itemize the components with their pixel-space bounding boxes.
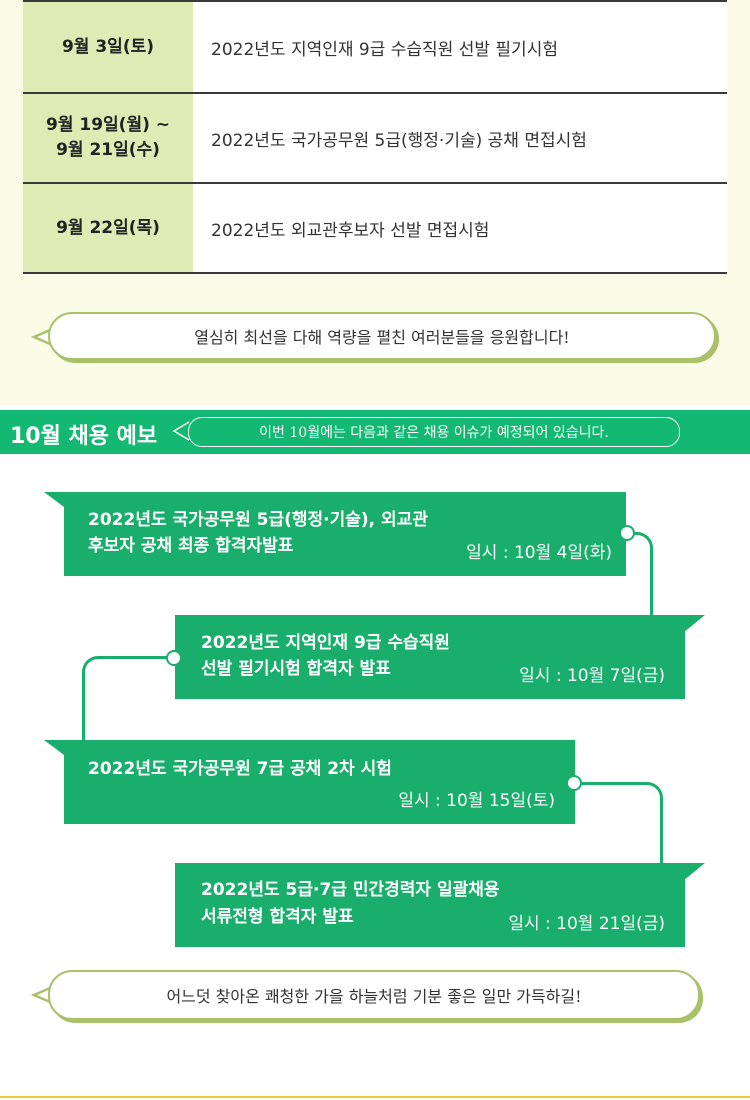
card-title-line-1: 2022년도 국가공무원 5급(행정·기술), 외교관: [88, 510, 428, 530]
date-cell: 9월 22일(목): [23, 184, 193, 272]
card-corner-icon: [683, 863, 705, 881]
date-line-1: 9월 19일(월) ~: [45, 115, 171, 135]
card-date: 일시 : 10월 21일(금): [508, 914, 665, 934]
event-card: 2022년도 지역인재 9급 수습직원 선발 필기시험 합격자 발표 일시 : …: [175, 615, 685, 699]
event-cell: 2022년도 국가공무원 5급(행정·기술) 공채 면접시험: [211, 130, 587, 151]
forecast-subtitle: 이번 10월에는 다음과 같은 채용 이슈가 예정되어 있습니다.: [259, 425, 609, 441]
event-cell: 2022년도 외교관후보자 선발 면접시험: [211, 220, 490, 241]
closing-bubble: 어느덧 찾아온 쾌청한 가을 하늘처럼 기분 좋은 일만 가득하길!: [48, 970, 700, 1020]
connector-line: [82, 656, 175, 745]
card-date: 일시 : 10월 7일(금): [519, 666, 665, 686]
connector-line: [578, 782, 663, 867]
card-title-line-1: 2022년도 지역인재 9급 수습직원: [201, 633, 450, 653]
event-card: 2022년도 5급·7급 민간경력자 일괄채용 서류전형 합격자 발표 일시 :…: [175, 863, 685, 947]
event-card: 2022년도 국가공무원 5급(행정·기술), 외교관 후보자 공채 최종 합격…: [64, 492, 626, 576]
card-title-line-2: 후보자 공채 최종 합격자발표: [88, 536, 294, 556]
card-corner-icon: [683, 615, 705, 633]
date-cell: 9월 19일(월) ~ 9월 21일(수): [23, 94, 193, 182]
schedule-table: 9월 3일(토) 2022년도 지역인재 9급 수습직원 선발 필기시험 9월 …: [23, 0, 727, 274]
card-title-line-1: 2022년도 국가공무원 7급 공채 2차 시험: [88, 759, 392, 779]
cheer-bubble: 열심히 최선을 다해 역량을 펼친 여러분들을 응원합니다!: [48, 312, 716, 360]
card-corner-icon: [44, 740, 68, 758]
date-line-2: 9월 21일(수): [56, 140, 160, 160]
timeline-dot: [619, 525, 635, 541]
date-cell: 9월 3일(토): [23, 2, 193, 92]
forecast-subtitle-pill: 이번 10월에는 다음과 같은 채용 이슈가 예정되어 있습니다.: [188, 417, 680, 447]
closing-message: 어느덧 찾아온 쾌청한 가을 하늘처럼 기분 좋은 일만 가득하길!: [166, 987, 582, 1006]
timeline-dot: [166, 650, 182, 666]
card-date: 일시 : 10월 4일(화): [466, 543, 612, 563]
forecast-header: 10월 채용 예보 이번 10월에는 다음과 같은 채용 이슈가 예정되어 있습…: [0, 410, 750, 454]
speech-tail-icon: [172, 421, 190, 441]
table-row: 9월 19일(월) ~ 9월 21일(수) 2022년도 국가공무원 5급(행정…: [23, 94, 727, 184]
card-title-line-2: 선발 필기시험 합격자 발표: [201, 659, 391, 679]
forecast-title: 10월 채용 예보: [10, 424, 158, 449]
event-card: 2022년도 국가공무원 7급 공채 2차 시험 일시 : 10월 15일(토): [64, 740, 575, 824]
table-row: 9월 22일(목) 2022년도 외교관후보자 선발 면접시험: [23, 184, 727, 272]
card-title-line-1: 2022년도 5급·7급 민간경력자 일괄채용: [201, 880, 500, 900]
event-cell: 2022년도 지역인재 9급 수습직원 선발 필기시험: [211, 39, 558, 60]
timeline-dot: [566, 775, 582, 791]
footer-divider: [0, 1096, 750, 1098]
card-date: 일시 : 10월 15일(토): [398, 791, 555, 811]
card-corner-icon: [44, 492, 68, 510]
card-title-line-2: 서류전형 합격자 발표: [201, 907, 354, 927]
table-row: 9월 3일(토) 2022년도 지역인재 9급 수습직원 선발 필기시험: [23, 2, 727, 94]
cheer-message: 열심히 최선을 다해 역량을 펼친 여러분들을 응원합니다!: [194, 328, 570, 347]
